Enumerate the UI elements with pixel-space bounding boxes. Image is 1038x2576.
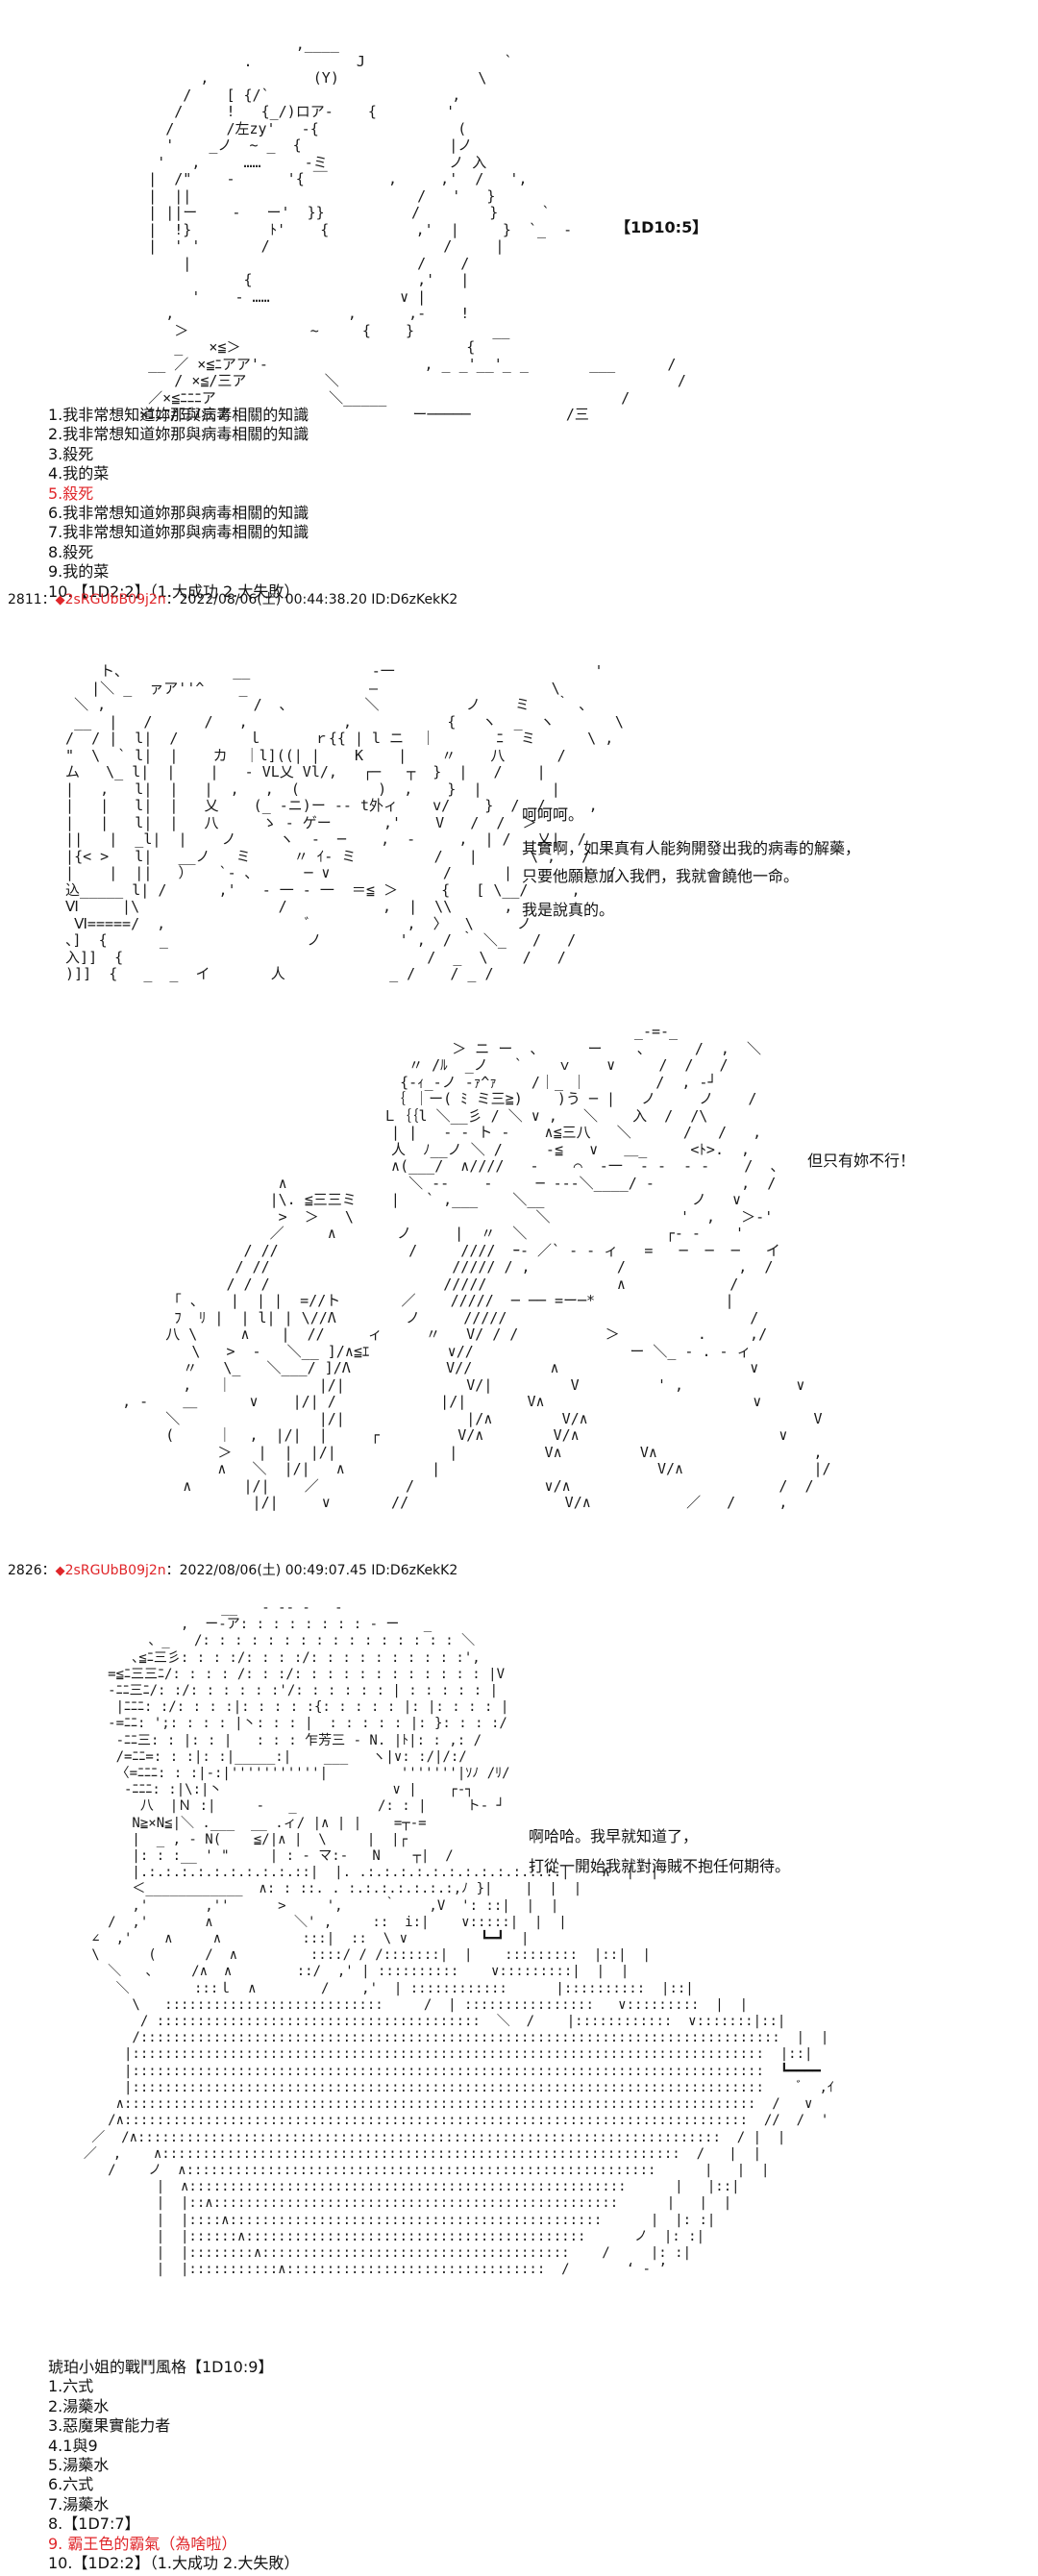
ascii-art-figure-1: ,____ . J ` , (Y) \ / [ {/` , / ! {_/)ロア… [139,36,686,423]
ascii-art-figure-4: __ ‐ -‐ ‐ ‐ , ー‐ア: : : : : : : : ‐ ー _ 、… [83,1600,834,2278]
list-item: 3.惡魔果實能力者 [48,2416,171,2436]
choice-list-2: 琥珀小姐的戰鬥風格【1D10:9】 1.六式 2.湯藥水 3.惡魔果實能力者 4… [48,2358,299,2573]
diamond-icon: ◆ [55,1564,65,1578]
dialog-panel-3: 但只有妳不行！ [807,1152,916,1170]
list-item: 4.我的菜 [48,464,110,483]
list-item: 10.【1D2:2】（1.大成功 2.大失敗） [48,582,300,601]
list-item: 10.【1D2:2】（1.大成功 2.大失敗） [48,2554,300,2573]
list-item: 4.1與9 [48,2436,98,2455]
list-item: 7.湯藥水 [48,2494,110,2514]
post-number: 2826 [8,1563,42,1578]
separator: ： [41,592,56,607]
separator: ： [41,1563,56,1578]
ascii-art-figure-3: _‐=‐_ ＞ ニ ー 、 ー 、 / , ＼ 〃 /ﾙ _ノ ` ｖ ∨ / … [122,1023,831,1511]
post-header-2811: 2811：◆2sRGUbB09j2n：2022/08/06(土) 00:44:3… [8,589,457,608]
post-trip[interactable]: 2sRGUbB09j2n [64,1563,166,1578]
choice-list-1: 1.我非常想知道妳那與病毒相關的知識 2.我非常想知道妳那與病毒相關的知識 3.… [48,406,309,602]
list-item-highlighted: 9. 霸王色的霸氣（為啥啦） [48,2534,237,2553]
dialog-line: 呵呵呵。 [522,805,584,824]
post-trip[interactable]: 2sRGUbB09j2n [64,592,166,607]
post-number: 2811 [8,592,42,607]
list-item: 2.我非常想知道妳那與病毒相關的知識 [48,425,309,444]
dialog-line: 我是說真的。 [522,901,615,919]
list-item: 5.湯藥水 [48,2456,110,2475]
dialog-panel-2: 呵呵呵。 其實啊，如果真有人能夠開發出我的病毒的解藥， 只要他願意加入我們，我就… [522,802,860,923]
dialog-panel-4: 啊哈哈。我早就知道了， 打從一開始我就對海賊不抱任何期待。 [529,1821,790,1881]
list-item: 1.六式 [48,2377,94,2396]
list-item: 6.我非常想知道妳那與病毒相關的知識 [48,504,309,523]
list-item: 2.湯藥水 [48,2396,110,2415]
list-item: 6.六式 [48,2475,94,2494]
list-item: 7.我非常想知道妳那與病毒相關的知識 [48,523,309,542]
list-item-highlighted: 5.殺死 [48,483,94,503]
diamond-icon: ◆ [55,593,65,607]
ascii-art-figure-2: ト、 __ ‐一 ' |＼ _ ァア''^ _ ― \ ＼ , / ､ ＼ ノ … [65,662,624,982]
list-item: 8.【1D7:7】 [48,2514,140,2534]
list-item: 3.殺死 [48,444,94,463]
roll-label: 【1D10:5】 [615,218,708,236]
dialog-line: 打從一開始我就對海賊不抱任何期待。 [529,1857,791,1875]
dialog-line: 啊哈哈。我早就知道了， [529,1827,699,1845]
list-title: 琥珀小姐的戰鬥風格【1D10:9】 [48,2358,274,2376]
post-header-2826: 2826：◆2sRGUbB09j2n：2022/08/06(土) 00:49:0… [8,1560,457,1579]
list-item: 1.我非常想知道妳那與病毒相關的知識 [48,406,309,424]
dialog-line: 其實啊，如果真有人能夠開發出我的病毒的解藥， [522,839,861,857]
list-item: 9.我的菜 [48,562,110,582]
post-timestamp: ：2022/08/06(土) 00:49:07.45 ID:D6zKekK2 [165,1563,458,1578]
dialog-line: 只要他願意加入我們，我就會饒他一命。 [522,867,800,885]
list-item: 8.殺死 [48,542,94,561]
post-timestamp: ：2022/08/06(土) 00:44:38.20 ID:D6zKekK2 [165,592,458,607]
